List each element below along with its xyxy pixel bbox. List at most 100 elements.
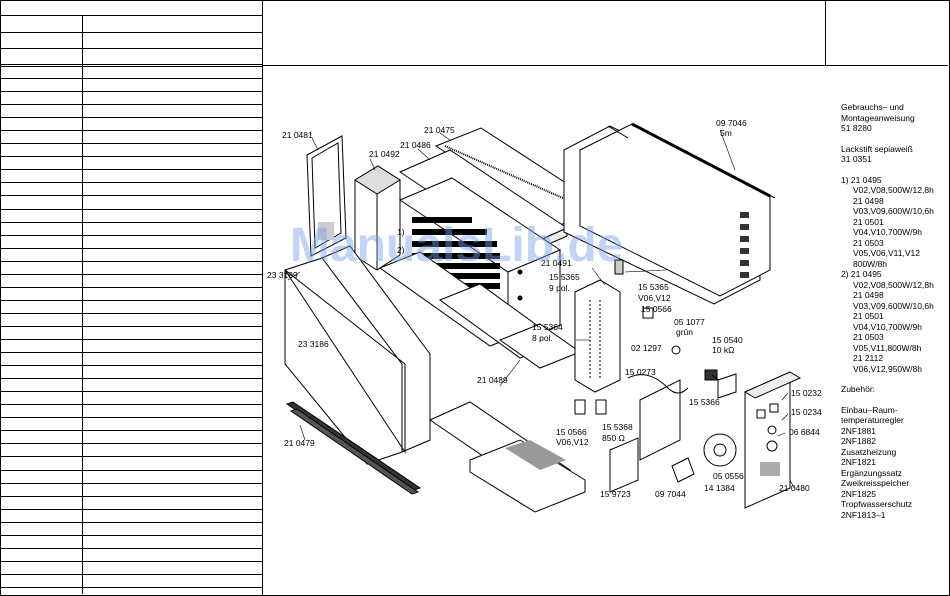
callout-210479: 21 0479 bbox=[284, 438, 315, 448]
side-panel-left bbox=[306, 135, 347, 257]
callout-155365-b: 15 5365 bbox=[638, 282, 669, 292]
note-line: 21 0501 bbox=[853, 216, 884, 227]
exploded-view-diagram bbox=[284, 122, 802, 513]
table-row bbox=[1, 78, 262, 79]
callout-233199: 23 3199 bbox=[267, 270, 298, 280]
callout-210491: 21 0491 bbox=[541, 258, 572, 268]
parts-table-column-divider bbox=[82, 15, 83, 594]
note-line: 21 0503 bbox=[853, 332, 884, 342]
table-row bbox=[1, 32, 262, 33]
front-panel bbox=[284, 245, 431, 465]
note-line: V05,V11,800W/8h bbox=[853, 342, 922, 353]
rear-panels bbox=[563, 122, 776, 305]
leader-lines bbox=[287, 129, 795, 489]
control-board bbox=[574, 259, 624, 393]
note-line: V04,V10,700W/9h bbox=[853, 227, 922, 237]
note-line: V04,V10,700W/9h bbox=[853, 321, 922, 332]
table-row bbox=[1, 469, 262, 471]
note-line: V03,V09,600W/10,6h bbox=[853, 300, 934, 311]
note-line: 21 2112 bbox=[853, 353, 884, 363]
table-row bbox=[1, 443, 262, 445]
note-line: 21 0498 bbox=[853, 195, 884, 206]
table-row bbox=[1, 156, 262, 158]
table-row bbox=[1, 182, 262, 184]
callout-150273: 15 0273 bbox=[625, 367, 656, 377]
table-row bbox=[1, 91, 262, 93]
callout-097044: 09 7044 bbox=[655, 489, 686, 499]
callout-141384: 14 1384 bbox=[704, 483, 735, 493]
table-row bbox=[1, 299, 262, 301]
table-row bbox=[1, 66, 262, 67]
callout-155365-a: 15 5365 bbox=[549, 272, 580, 282]
callout-v06v12-a: V06,V12 bbox=[638, 293, 671, 303]
table-row bbox=[1, 221, 262, 223]
note-line: V02,V08,500W/12,8h bbox=[853, 185, 934, 195]
table-row bbox=[1, 573, 262, 575]
table-row bbox=[1, 64, 262, 65]
header-box bbox=[262, 1, 948, 66]
callout-150234: 15 0234 bbox=[791, 407, 822, 417]
note-line: 1) 21 0495 bbox=[841, 174, 882, 185]
note-line: 800W/8h bbox=[853, 258, 888, 269]
table-row bbox=[1, 104, 262, 106]
callout-150540: 15 0540 bbox=[712, 335, 743, 345]
callout-159723: 15 9723 bbox=[600, 489, 631, 499]
callout-150232: 15 0232 bbox=[791, 388, 822, 398]
callout-9pol: 9 pol. bbox=[549, 283, 570, 293]
note-line: 31 0351 bbox=[841, 154, 872, 164]
parts-table bbox=[1, 1, 263, 595]
table-row bbox=[1, 521, 262, 523]
note-line: Lackstift sepiaweiß bbox=[841, 143, 913, 154]
small-parts bbox=[574, 307, 737, 493]
note-line: Zusatzheizung bbox=[841, 446, 897, 457]
callout-155364: 15 5364 bbox=[532, 322, 563, 332]
bottom-grille bbox=[285, 401, 422, 495]
note-line: Gebrauchs– und bbox=[841, 102, 904, 112]
note-line: 2NF1813–1 bbox=[841, 509, 886, 520]
note-line: 2) 21 0495 bbox=[841, 269, 882, 279]
table-row bbox=[1, 195, 262, 197]
table-row bbox=[1, 482, 262, 484]
note-line: Montageanweisung bbox=[841, 112, 915, 123]
callout-210481: 21 0481 bbox=[282, 130, 313, 140]
callout-note2: 2) bbox=[397, 245, 405, 255]
table-row bbox=[1, 117, 262, 119]
callout-210480: 21 0480 bbox=[779, 483, 810, 493]
note-line: 2NF1821 bbox=[841, 457, 876, 467]
note-line: V05,V06,V11,V12 bbox=[853, 248, 920, 258]
table-row bbox=[1, 325, 262, 327]
base-plinth bbox=[428, 401, 586, 513]
table-row bbox=[1, 365, 262, 367]
callout-210475: 21 0475 bbox=[424, 125, 455, 135]
callout-155368: 15 5368 bbox=[602, 422, 633, 432]
note-line: V06,V12,950W/8h bbox=[853, 363, 922, 374]
callout-233186: 23 3186 bbox=[298, 339, 329, 349]
table-row bbox=[1, 495, 262, 497]
note-line: Einbau–Raum- bbox=[841, 404, 898, 415]
table-row bbox=[1, 430, 262, 432]
note-line: 2NF1882 bbox=[841, 436, 876, 446]
callout-050556: 05 0556 bbox=[713, 471, 744, 481]
table-row bbox=[1, 534, 262, 536]
callout-v06v12-b: V06,V12 bbox=[556, 437, 589, 447]
callout-150566-a: 15 0566 bbox=[641, 304, 672, 314]
note-line: Zweikreisspeicher bbox=[841, 478, 910, 488]
table-row bbox=[1, 417, 262, 419]
table-row bbox=[1, 48, 262, 49]
callout-155366: 15 5366 bbox=[689, 397, 720, 407]
callout-210492: 21 0492 bbox=[369, 149, 400, 159]
table-row bbox=[1, 286, 262, 288]
table-row bbox=[1, 404, 262, 406]
callout-850: 850 Ω bbox=[602, 433, 625, 443]
table-row bbox=[1, 143, 262, 145]
callout-150566-b: 15 0566 bbox=[556, 427, 587, 437]
callout-note1: 1) bbox=[397, 227, 405, 237]
table-row bbox=[1, 15, 262, 16]
table-row bbox=[1, 273, 262, 275]
table-row bbox=[1, 208, 262, 210]
callout-210489: 21 0489 bbox=[477, 375, 508, 385]
table-row bbox=[1, 247, 262, 249]
header-divider bbox=[825, 1, 826, 65]
callout-10k: 10 kΩ bbox=[712, 345, 735, 355]
table-row bbox=[1, 391, 262, 393]
